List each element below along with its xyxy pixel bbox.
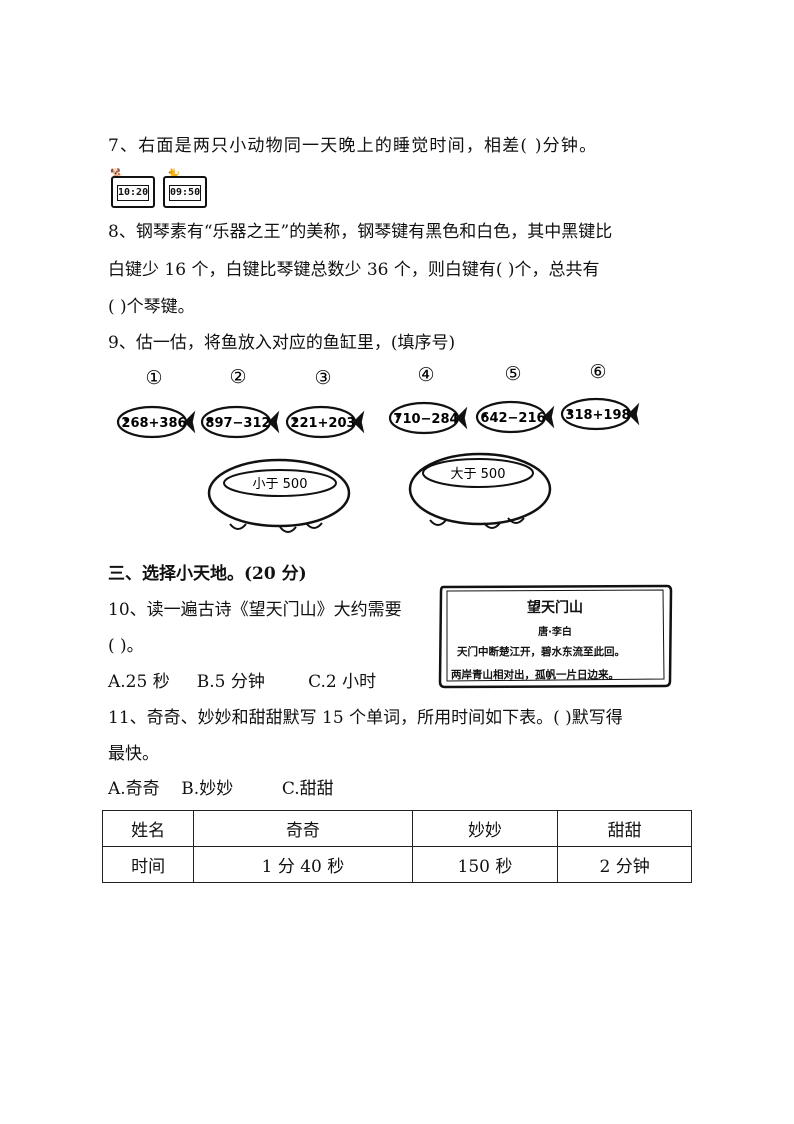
fish-number-4: ④: [417, 364, 434, 386]
fish-1: ① 268+386: [116, 367, 196, 439]
question-11-options: A.奇奇 B.妙妙 C.甜甜: [108, 779, 334, 799]
table-row: 时间 1 分 40 秒 150 秒 2 分钟: [101, 846, 692, 883]
fish-eye: [483, 413, 487, 417]
table-cell: 时间: [101, 846, 195, 883]
fish-number-1: ①: [145, 367, 162, 389]
fish-2: ② 897−312: [200, 366, 280, 439]
fish-eye: [568, 410, 572, 414]
question-11-line-2: 最快。: [108, 744, 159, 764]
fish-number-5: ⑤: [504, 363, 521, 385]
fish-tail: [183, 410, 196, 434]
question-7-text: 7、右面是两只小动物同一天晚上的睡觉时间，相差( )分钟。: [108, 136, 598, 156]
fish-eye: [124, 418, 128, 422]
question-8-line-1: 8、钢琴素有“乐器之王”的美称，钢琴键有黑色和白色，其中黑键比: [108, 222, 613, 242]
bowl-greater-than-500-label: 大于 500: [451, 467, 506, 482]
fish-number-2: ②: [229, 366, 246, 388]
bowl-less-than-500: 小于 500: [207, 458, 351, 533]
fish-eye: [396, 414, 400, 418]
clock-2: 09:50: [163, 176, 207, 208]
section-3-title: 三、选择小天地。(20 分): [108, 564, 307, 584]
fish-eye: [293, 418, 297, 422]
table-cell: 2 分钟: [557, 846, 692, 883]
table-header-row: 姓名 奇奇 妙妙 甜甜: [101, 810, 692, 847]
poem-author: 唐·李白: [538, 627, 572, 638]
fish-number-3: ③: [314, 367, 331, 389]
fish-tail: [352, 410, 365, 434]
fish-eye: [208, 418, 212, 422]
fish-5: ⑤ 642−216: [475, 363, 555, 434]
fish-expression-2: 897−312: [205, 416, 270, 431]
poem-card: 望天门山 唐·李白 天门中断楚江开，碧水东流至此回。 两岸青山相对出，孤帆一片日…: [437, 583, 673, 689]
fish-expression-5: 642−216: [480, 411, 545, 426]
clock-2-time: 09:50: [169, 185, 201, 201]
question-8-line-3: ( )个琴键。: [108, 297, 195, 317]
poem-line-1: 天门中断楚江开，碧水东流至此回。: [457, 646, 625, 658]
fish-3: ③ 221+203: [285, 367, 365, 439]
question-11-line-1: 11、奇奇、妙妙和甜甜默写 15 个单词，所用时间如下表。( )默写得: [108, 708, 623, 728]
fish-expression-1: 268+386: [121, 416, 186, 431]
dictation-time-table: 姓名 奇奇 妙妙 甜甜 时间 1 分 40 秒 150 秒 2 分钟: [101, 810, 692, 883]
animal-icon-2: 🐈: [167, 168, 181, 181]
fish-expression-4: 710−284: [393, 412, 458, 427]
question-10-line-1: 10、读一遍古诗《望天门山》大约需要: [108, 600, 402, 620]
bowl-less-than-500-label: 小于 500: [253, 477, 308, 492]
animal-icon-1: 🐕: [110, 168, 124, 181]
fish-tail: [455, 406, 468, 430]
fish-6: ⑥ 318+198: [560, 361, 640, 431]
fish-tail: [267, 410, 280, 434]
fish-expression-6: 318+198: [565, 408, 630, 423]
table-header-cell: 姓名: [101, 810, 195, 847]
question-9-text: 9、估一估，将鱼放入对应的鱼缸里，(填序号): [108, 333, 456, 353]
fish-tail: [542, 405, 555, 429]
fish-4: ④ 710−284: [388, 364, 468, 435]
table-cell: 150 秒: [411, 846, 559, 883]
fish-and-bowls-figure: ① 268+386 ② 897−312 ③ 221+203 ④ 710−284 ⑤ 642−216…: [116, 361, 640, 533]
question-10-line-2: ( )。: [108, 636, 144, 656]
question-10-options: A.25 秒 B.5 分钟 C.2 小时: [108, 672, 377, 692]
clock-1: 10:20: [111, 176, 155, 208]
fish-expression-3: 221+203: [290, 416, 355, 431]
fish-number-6: ⑥: [589, 361, 606, 383]
bowl-greater-than-500: 大于 500: [408, 452, 552, 529]
table-header-cell: 妙妙: [411, 810, 559, 847]
question-8-line-2: 白键少 16 个，白键比琴键总数少 36 个，则白键有( )个，总共有: [108, 260, 600, 280]
clock-1-time: 10:20: [117, 185, 149, 201]
table-header-cell: 奇奇: [193, 810, 413, 847]
fish-tail: [627, 402, 640, 426]
poem-line-2: 两岸青山相对出，孤帆一片日边来。: [451, 669, 619, 681]
table-header-cell: 甜甜: [557, 810, 692, 847]
poem-title: 望天门山: [527, 600, 583, 616]
table-cell: 1 分 40 秒: [193, 846, 413, 883]
